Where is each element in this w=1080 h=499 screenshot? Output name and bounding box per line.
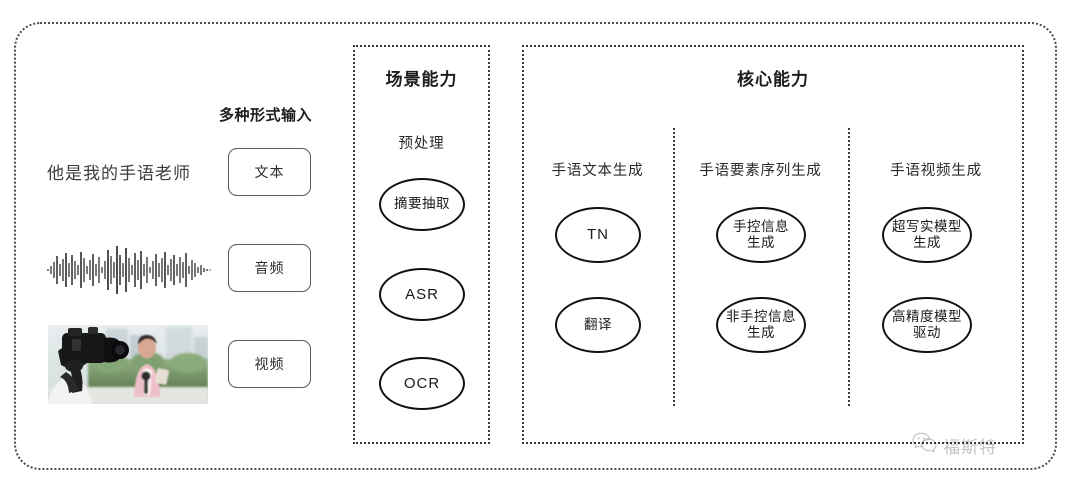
scene-capability-panel — [353, 45, 490, 444]
scene-panel-sub-label: 预处理 — [398, 136, 445, 152]
modality-chip-text[interactable]: 文本 — [228, 148, 311, 196]
scene-panel-title: 场景能力 — [385, 70, 458, 89]
wechat-icon — [912, 432, 938, 459]
modality-chip-label: 视频 — [254, 356, 285, 372]
watermark: 福斯特 — [912, 432, 997, 459]
core-column-label-3: 手语视频生成 — [890, 163, 982, 179]
node-hyperrealistic-model-generation[interactable]: 超写实模型 生成 — [882, 207, 972, 263]
modality-chip-label: 音频 — [254, 260, 285, 276]
sample-text: 他是我的手语老师 — [47, 164, 191, 183]
modality-chip-label: 文本 — [254, 164, 285, 180]
outer-frame — [14, 22, 1057, 470]
node-asr[interactable]: ASR — [379, 268, 465, 321]
node-highprecision-model-driving[interactable]: 高精度模型 驱动 — [882, 297, 972, 353]
core-capability-panel — [522, 45, 1024, 444]
node-nonmanual-info-generation[interactable]: 非手控信息 生成 — [716, 297, 806, 353]
node-translation[interactable]: 翻译 — [555, 297, 641, 353]
node-summary-extraction[interactable]: 摘要抽取 — [379, 178, 465, 231]
input-section-heading: 多种形式输入 — [219, 107, 313, 124]
core-column-label-1: 手语文本生成 — [551, 163, 644, 179]
node-ocr[interactable]: OCR — [379, 357, 465, 410]
modality-chip-audio[interactable]: 音频 — [228, 244, 311, 292]
core-column-label-2: 手语要素序列生成 — [699, 163, 822, 179]
video-thumbnail — [48, 325, 208, 404]
node-tn[interactable]: TN — [555, 207, 641, 263]
core-panel-title: 核心能力 — [737, 70, 809, 89]
audio-waveform-icon — [46, 242, 212, 298]
core-column-divider-1 — [673, 128, 675, 406]
core-column-divider-2 — [848, 128, 850, 406]
watermark-text: 福斯特 — [943, 438, 997, 457]
node-manual-info-generation[interactable]: 手控信息 生成 — [716, 207, 806, 263]
modality-chip-video[interactable]: 视频 — [228, 340, 311, 388]
